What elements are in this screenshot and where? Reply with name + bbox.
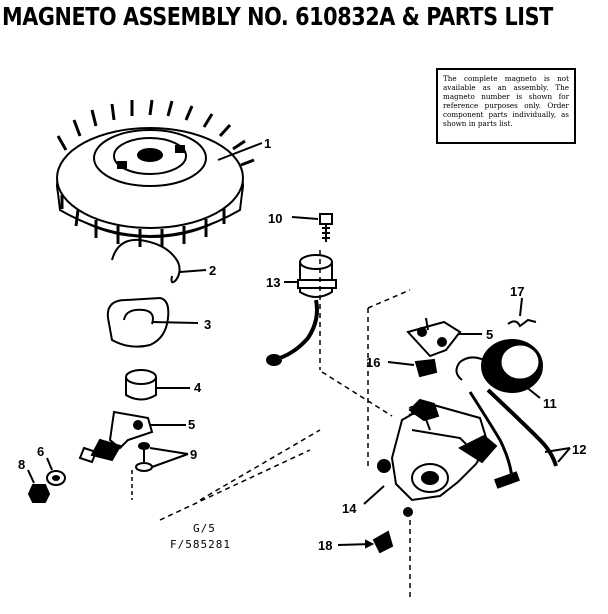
spring-clip-drawing [111, 238, 207, 284]
assembly-guide-lines [159, 250, 411, 600]
clip-drawing [387, 358, 438, 378]
callout-14: 14 [342, 501, 357, 516]
callout-3: 3 [204, 317, 211, 332]
flywheel-drawing [56, 99, 263, 247]
spring-drawing [507, 297, 537, 328]
wiper-drawing [106, 296, 199, 348]
callout-5-upper: 5 [486, 327, 493, 342]
page-title: MAGNETO ASSEMBLY NO. 610832A & PARTS LIS… [2, 2, 553, 31]
stator-housing-drawing [363, 398, 498, 517]
page-bottom-edge [0, 600, 608, 614]
callout-labels: 1 2 3 4 5 5 6 8 9 10 11 12 13 14 15 16 1… [18, 136, 586, 553]
callout-9: 9 [190, 447, 197, 462]
callout-10: 10 [268, 211, 282, 226]
callout-6: 6 [37, 444, 44, 459]
reference-code-1: G/5 [193, 522, 216, 535]
condenser-screw-drawing [291, 213, 333, 242]
callout-1: 1 [264, 136, 271, 151]
sleeve-drawing [125, 369, 190, 401]
callout-17: 17 [510, 284, 524, 299]
screw-drawing [131, 442, 189, 500]
callout-4: 4 [194, 380, 202, 395]
coil-leads-drawing [468, 388, 571, 489]
callout-2: 2 [209, 263, 216, 278]
reference-code-2: F/585281 [170, 538, 231, 551]
callout-11: 11 [543, 396, 557, 411]
bracket-drawing [406, 317, 482, 358]
ignition-coil-drawing [455, 339, 543, 399]
housing-screw-drawing [337, 530, 394, 554]
availability-note: The complete magneto is not available as… [436, 68, 576, 144]
callout-16: 16 [366, 355, 380, 370]
callout-13: 13 [266, 275, 280, 290]
callout-12: 12 [572, 442, 586, 457]
condenser-drawing [266, 254, 337, 366]
callout-15: 15 [408, 403, 422, 418]
washer-drawing [46, 457, 66, 486]
point-arm-drawing [78, 410, 186, 464]
callout-8: 8 [18, 457, 25, 472]
callout-5-lower: 5 [188, 417, 195, 432]
nut-drawing [27, 469, 51, 503]
callout-18: 18 [318, 538, 332, 553]
